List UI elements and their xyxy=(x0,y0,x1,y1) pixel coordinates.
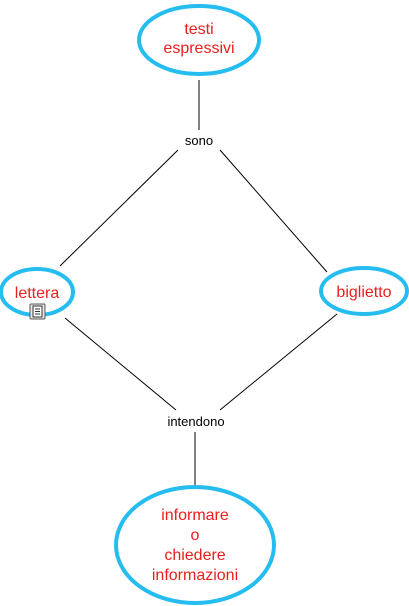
concept-node-informare-o-chiedere-informazioni[interactable]: informare o chiedere informazioni xyxy=(114,485,276,605)
connector-sono-to-lettera xyxy=(59,149,179,267)
node-label-line: testi xyxy=(184,21,213,38)
node-label-line: informazioni xyxy=(152,567,238,584)
link-label-intendono[interactable]: intendono xyxy=(160,412,232,430)
connector-biglietto-to-intendono xyxy=(219,313,338,411)
document-icon[interactable] xyxy=(29,303,46,320)
node-label-line: lettera xyxy=(15,285,60,302)
node-label-line: o xyxy=(191,527,200,544)
node-label-line: biglietto xyxy=(336,284,391,301)
connector-sono-to-biglietto xyxy=(219,149,328,273)
node-label-line: chiedere xyxy=(164,547,225,564)
node-label-line: espressivi xyxy=(163,40,234,57)
concept-node-testi-espressivi[interactable]: testi espressivi xyxy=(137,4,261,76)
link-text-sono: sono xyxy=(185,133,213,148)
node-label-line: informare xyxy=(161,507,229,524)
link-text-intendono: intendono xyxy=(167,414,224,429)
concept-node-biglietto[interactable]: biglietto xyxy=(319,266,409,316)
connector-lettera-to-intendono xyxy=(64,317,177,411)
link-label-sono[interactable]: sono xyxy=(178,131,220,149)
